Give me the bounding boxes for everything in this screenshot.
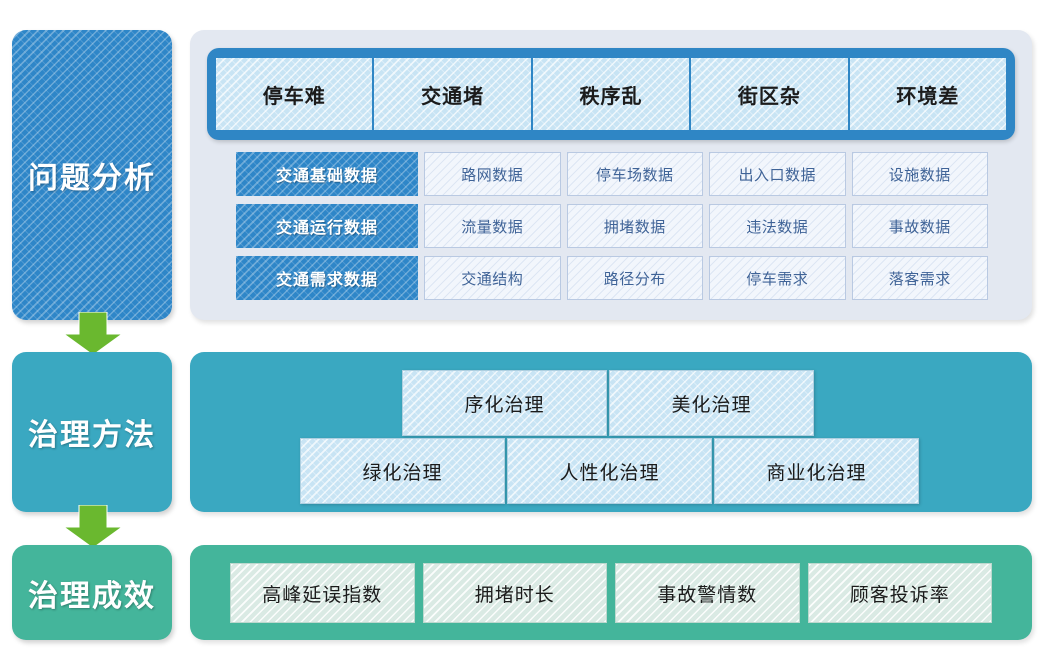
data-cell-label: 停车需求 <box>746 269 809 288</box>
data-row-header[interactable]: 交通基础数据 <box>236 152 418 196</box>
method-card-label: 人性化治理 <box>559 461 660 484</box>
data-row-header-label: 交通运行数据 <box>275 218 378 237</box>
stage-label-method: 治理方法 <box>12 352 172 512</box>
effect-card[interactable]: 拥堵时长 <box>422 563 607 623</box>
data-cell[interactable]: 路径分布 <box>566 256 703 300</box>
data-cell-label: 流量数据 <box>461 217 524 236</box>
data-cell[interactable]: 设施数据 <box>851 152 988 196</box>
data-cell-label: 事故数据 <box>888 217 951 236</box>
stage-label-problem: 问题分析 <box>12 30 172 320</box>
down-arrow-icon-1 <box>62 311 124 356</box>
data-cell[interactable]: 路网数据 <box>424 152 561 196</box>
problem-issue-label: 环境差 <box>896 83 960 108</box>
problem-analysis-panel: 停车难 交通堵 秩序乱 街区杂 环境差 交通基础数据 路网数据 <box>190 30 1032 320</box>
data-cell-label: 路径分布 <box>603 269 666 288</box>
data-cell[interactable]: 事故数据 <box>851 204 988 248</box>
problem-issue-label: 秩序乱 <box>579 83 643 108</box>
data-cell[interactable]: 交通结构 <box>424 256 561 300</box>
effect-card-row: 高峰延误指数 拥堵时长 事故警情数 顾客投诉率 <box>230 563 992 623</box>
problem-issue-label: 街区杂 <box>737 83 801 108</box>
problem-issue-label: 停车难 <box>262 83 326 108</box>
data-cell[interactable]: 出入口数据 <box>709 152 846 196</box>
stage-label-problem-text: 问题分析 <box>28 161 156 196</box>
effect-card[interactable]: 事故警情数 <box>615 563 800 623</box>
data-cell-label: 出入口数据 <box>738 165 816 184</box>
data-cell-label: 违法数据 <box>746 217 809 236</box>
method-card-label: 序化治理 <box>464 393 545 416</box>
stage-label-method-text: 治理方法 <box>28 418 156 453</box>
data-row-header-label: 交通需求数据 <box>275 270 378 289</box>
problem-issues-frame: 停车难 交通堵 秩序乱 街区杂 环境差 <box>207 48 1015 140</box>
data-cell-label: 路网数据 <box>461 165 524 184</box>
stage-label-effect-text: 治理成效 <box>28 578 156 614</box>
effect-card-label: 事故警情数 <box>657 583 758 606</box>
data-row-header[interactable]: 交通运行数据 <box>236 204 418 248</box>
problem-issue-chip[interactable]: 秩序乱 <box>532 58 690 130</box>
problem-issue-label: 交通堵 <box>421 83 485 108</box>
data-cell-label: 设施数据 <box>888 165 951 184</box>
effect-card[interactable]: 高峰延误指数 <box>230 563 415 623</box>
effect-card-label: 顾客投诉率 <box>849 583 950 606</box>
data-cell-label: 拥堵数据 <box>603 217 666 236</box>
problem-issue-chip[interactable]: 街区杂 <box>691 58 848 130</box>
problem-issue-chip[interactable]: 停车难 <box>216 58 373 130</box>
effect-card[interactable]: 顾客投诉率 <box>807 563 992 623</box>
method-card[interactable]: 商业化治理 <box>714 438 919 504</box>
down-arrow-icon-2 <box>62 504 124 549</box>
data-cell-label: 交通结构 <box>461 269 524 288</box>
data-cell[interactable]: 流量数据 <box>424 204 561 248</box>
method-card-label: 商业化治理 <box>766 461 867 484</box>
data-cell-label: 落客需求 <box>888 269 951 288</box>
data-cell[interactable]: 落客需求 <box>851 256 988 300</box>
data-cell-label: 停车场数据 <box>595 165 674 184</box>
data-row-header[interactable]: 交通需求数据 <box>236 256 418 300</box>
method-card[interactable]: 序化治理 <box>402 370 607 436</box>
method-card-label: 绿化治理 <box>362 461 443 484</box>
method-card[interactable]: 绿化治理 <box>300 438 505 504</box>
effect-card-label: 拥堵时长 <box>474 583 555 606</box>
stage-label-effect: 治理成效 <box>12 545 172 640</box>
data-cell[interactable]: 拥堵数据 <box>566 204 703 248</box>
data-row-header-label: 交通基础数据 <box>275 166 378 185</box>
problem-issue-chip[interactable]: 交通堵 <box>374 58 531 130</box>
effect-card-label: 高峰延误指数 <box>262 583 383 606</box>
problem-issue-chip[interactable]: 环境差 <box>849 58 1007 130</box>
effect-panel: 高峰延误指数 拥堵时长 事故警情数 顾客投诉率 <box>190 545 1032 640</box>
data-cell[interactable]: 违法数据 <box>709 204 846 248</box>
method-card-label: 美化治理 <box>671 393 752 416</box>
method-card[interactable]: 人性化治理 <box>507 438 712 504</box>
data-cell[interactable]: 停车场数据 <box>566 152 703 196</box>
method-card[interactable]: 美化治理 <box>609 370 814 436</box>
method-panel: 序化治理 美化治理 绿化治理 人性化治理 商业化治理 <box>190 352 1032 512</box>
data-row: 交通运行数据 流量数据 拥堵数据 违法数据 事故数据 <box>236 204 988 248</box>
data-cell[interactable]: 停车需求 <box>709 256 846 300</box>
data-row: 交通需求数据 交通结构 路径分布 停车需求 落客需求 <box>236 256 988 300</box>
data-row: 交通基础数据 路网数据 停车场数据 出入口数据 设施数据 <box>236 152 988 196</box>
data-category-grid: 交通基础数据 路网数据 停车场数据 出入口数据 设施数据 交通运行数据 <box>236 152 988 308</box>
